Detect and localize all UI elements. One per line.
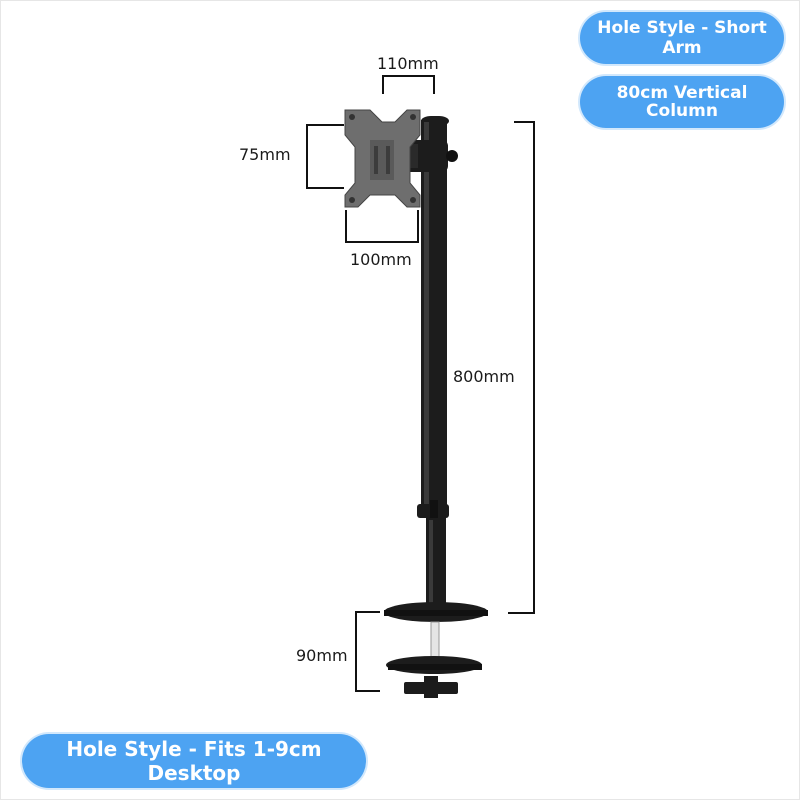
- dim-bracket-75: [306, 124, 344, 189]
- dim-label-800mm: 800mm: [453, 367, 515, 386]
- dim-label-90mm: 90mm: [296, 646, 348, 665]
- dim-bracket-800: [508, 121, 535, 614]
- dim-label-110mm: 110mm: [377, 54, 439, 73]
- vertical-column: [417, 116, 449, 610]
- badge-vertical-column: 80cm Vertical Column: [580, 76, 784, 128]
- dim-bracket-100: [345, 210, 419, 243]
- clamp-knob: [404, 676, 458, 698]
- arm-joint: [404, 140, 458, 172]
- badge-desktop-fit-label: Hole Style - Fits 1-9cm Desktop: [66, 737, 322, 785]
- badge-desktop-fit: Hole Style - Fits 1-9cm Desktop: [22, 734, 366, 788]
- dim-label-100mm: 100mm: [350, 250, 412, 269]
- clamp-lower-plate: [386, 656, 482, 674]
- badge-vertical-column-label: 80cm Vertical Column: [616, 83, 748, 121]
- dim-label-75mm: 75mm: [239, 145, 291, 164]
- dim-bracket-90: [355, 611, 380, 692]
- badge-short-arm: Hole Style - Short Arm: [580, 12, 784, 64]
- vesa-plate: [344, 109, 421, 208]
- desk-base-plate: [384, 602, 488, 622]
- badge-short-arm-label: Hole Style - Short Arm: [597, 18, 767, 58]
- dim-bracket-110: [382, 75, 435, 94]
